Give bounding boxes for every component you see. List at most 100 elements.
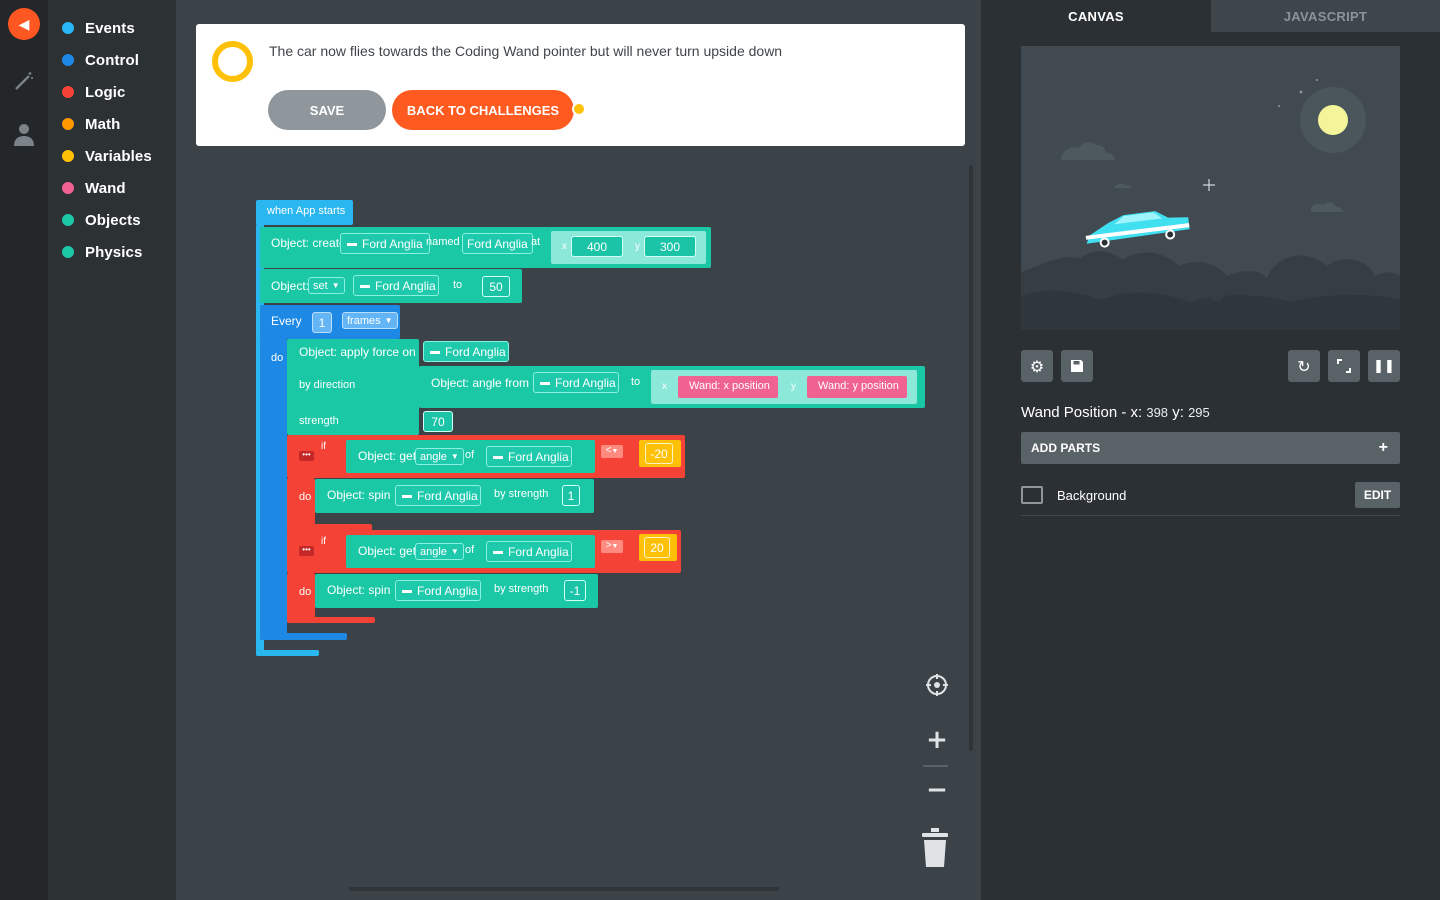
- event-block-foot: [256, 650, 319, 656]
- back-to-challenges-button[interactable]: BACK TO CHALLENGES: [392, 90, 574, 130]
- block-label: x: [562, 241, 567, 252]
- game-canvas[interactable]: [1021, 46, 1400, 330]
- magic-wand-icon[interactable]: [12, 70, 36, 94]
- recenter-icon[interactable]: [925, 673, 949, 697]
- block-label: Wand: x position: [689, 380, 770, 392]
- number-block[interactable]: -20: [639, 440, 681, 467]
- object-create-block[interactable]: Object: create ▬Ford Anglia named Ford A…: [260, 227, 711, 268]
- back-arrow-icon: ◀: [18, 15, 30, 32]
- background-part-row[interactable]: Background EDIT: [1021, 475, 1400, 516]
- category-logic[interactable]: Logic: [62, 80, 126, 104]
- notification-dot: [572, 102, 586, 116]
- category-variables[interactable]: Variables: [62, 144, 152, 168]
- object-name-dropdown[interactable]: ▬Ford Anglia: [486, 446, 572, 467]
- back-button[interactable]: ◀: [8, 8, 40, 40]
- wand-position-readout: Wand Position - x: 398 y: 295: [1021, 404, 1210, 421]
- category-math[interactable]: Math: [62, 112, 120, 136]
- restart-icon[interactable]: ↻: [1288, 350, 1320, 382]
- object-name-dropdown[interactable]: ▬Ford Anglia: [533, 372, 619, 393]
- object-name-dropdown[interactable]: ▬Ford Anglia: [395, 485, 481, 506]
- block-label: Every: [271, 314, 302, 328]
- compare-value-input[interactable]: -20: [645, 443, 673, 464]
- block-label: to: [453, 279, 463, 291]
- property-dropdown[interactable]: angle▼: [415, 448, 464, 465]
- tab-javascript[interactable]: JAVASCRIPT: [1211, 0, 1440, 32]
- settings-gear-icon[interactable]: ⚙: [1021, 350, 1053, 382]
- object-name-dropdown[interactable]: ▬Ford Anglia: [486, 541, 572, 562]
- mutator-gear-icon[interactable]: •••: [299, 451, 314, 461]
- mutator-gear-icon[interactable]: •••: [299, 546, 314, 556]
- category-dot-icon: [62, 182, 74, 194]
- property-dropdown[interactable]: angle▼: [415, 543, 464, 560]
- event-block-when-app-starts[interactable]: when App starts: [256, 200, 353, 225]
- save-button[interactable]: SAVE: [268, 90, 386, 130]
- apply-force-block[interactable]: Object: apply force on by direction stre…: [287, 339, 419, 435]
- position-block[interactable]: x 400 y 300: [551, 231, 706, 264]
- add-parts-button[interactable]: ADD PARTS +: [1021, 432, 1400, 464]
- wand-x-value: 398: [1146, 405, 1169, 420]
- block-label: strength: [299, 415, 339, 427]
- fullscreen-icon[interactable]: [1328, 350, 1360, 382]
- name-field[interactable]: Ford Anglia: [462, 233, 533, 254]
- spin-strength-input[interactable]: -1: [564, 580, 586, 601]
- every-frames-foot: [260, 633, 347, 640]
- edit-background-button[interactable]: EDIT: [1355, 482, 1400, 508]
- angle-from-block[interactable]: Object: angle from ▬Ford Anglia to x Wan…: [419, 366, 925, 408]
- if-block-2[interactable]: ••• if Object: get angle▼ of ▬Ford Angli…: [287, 530, 681, 573]
- wand-x-block[interactable]: Wand: x position: [678, 376, 778, 398]
- number-block[interactable]: 20: [639, 534, 677, 561]
- profile-icon[interactable]: [12, 122, 36, 146]
- object-set-block[interactable]: Object: set▼ ▬Ford Anglia to 50: [260, 269, 522, 303]
- block-workspace[interactable]: The car now flies towards the Coding Wan…: [176, 0, 981, 900]
- set-value-input[interactable]: 50: [482, 276, 510, 297]
- trash-icon[interactable]: [921, 828, 949, 868]
- tab-canvas[interactable]: CANVAS: [981, 0, 1211, 32]
- block-label: Object:: [271, 279, 310, 293]
- wand-position-block[interactable]: x Wand: x position y Wand: y position: [651, 370, 917, 404]
- wand-position-label: Wand Position - x:: [1021, 404, 1143, 421]
- object-name-dropdown[interactable]: ▬Ford Anglia: [353, 275, 439, 296]
- category-objects[interactable]: Objects: [62, 208, 141, 232]
- block-label: x: [662, 381, 667, 392]
- if-block-2-foot: [287, 617, 375, 623]
- horizontal-scrollbar[interactable]: [349, 887, 779, 891]
- block-label: at: [531, 236, 541, 248]
- compare-operator-dropdown[interactable]: >▼: [601, 540, 623, 553]
- save-disk-icon[interactable]: [1061, 350, 1093, 382]
- x-value-input[interactable]: 400: [571, 236, 623, 257]
- spin-strength-input[interactable]: 1: [562, 485, 580, 506]
- block-label: if: [321, 441, 326, 452]
- object-get-block[interactable]: Object: get angle▼ of ▬Ford Anglia: [346, 535, 595, 568]
- compare-value-input[interactable]: 20: [644, 537, 670, 558]
- strength-value-input[interactable]: 70: [423, 411, 453, 432]
- if-block-1[interactable]: ••• if Object: get angle▼ of ▬Ford Angli…: [287, 435, 685, 478]
- object-name-dropdown[interactable]: ▬Ford Anglia: [423, 341, 509, 362]
- object-get-block[interactable]: Object: get angle▼ of ▬Ford Anglia: [346, 440, 595, 473]
- category-physics[interactable]: Physics: [62, 240, 142, 264]
- vertical-scrollbar[interactable]: [969, 165, 973, 751]
- block-label: Object: apply force on: [299, 345, 416, 359]
- zoom-in-icon[interactable]: +: [926, 725, 948, 755]
- category-label: Math: [85, 115, 121, 133]
- category-control[interactable]: Control: [62, 48, 139, 72]
- challenge-message: The car now flies towards the Coding Wan…: [269, 43, 783, 59]
- category-label: Wand: [85, 179, 126, 197]
- y-value-input[interactable]: 300: [644, 236, 696, 257]
- category-wand[interactable]: Wand: [62, 176, 126, 200]
- frames-count-input[interactable]: 1: [312, 312, 332, 333]
- wand-y-block[interactable]: Wand: y position: [807, 376, 907, 398]
- object-spin-block[interactable]: Object: spin ▬Ford Anglia by strength 1: [315, 479, 594, 513]
- property-dropdown[interactable]: set▼: [308, 277, 345, 294]
- block-label: Object: spin: [327, 488, 391, 502]
- pause-icon[interactable]: ❚❚: [1368, 350, 1400, 382]
- zoom-out-icon[interactable]: −: [926, 775, 948, 805]
- category-events[interactable]: Events: [62, 16, 135, 40]
- block-label: if: [321, 536, 326, 547]
- object-spin-block[interactable]: Object: spin ▬Ford Anglia by strength -1: [315, 574, 598, 608]
- object-name-dropdown[interactable]: ▬Ford Anglia: [395, 580, 481, 601]
- frames-dropdown[interactable]: frames▼: [342, 312, 398, 329]
- object-name-dropdown[interactable]: ▬Ford Anglia: [340, 233, 430, 254]
- every-frames-block[interactable]: Every 1 frames▼: [260, 305, 400, 339]
- category-dot-icon: [62, 118, 74, 130]
- compare-operator-dropdown[interactable]: <▼: [601, 445, 623, 458]
